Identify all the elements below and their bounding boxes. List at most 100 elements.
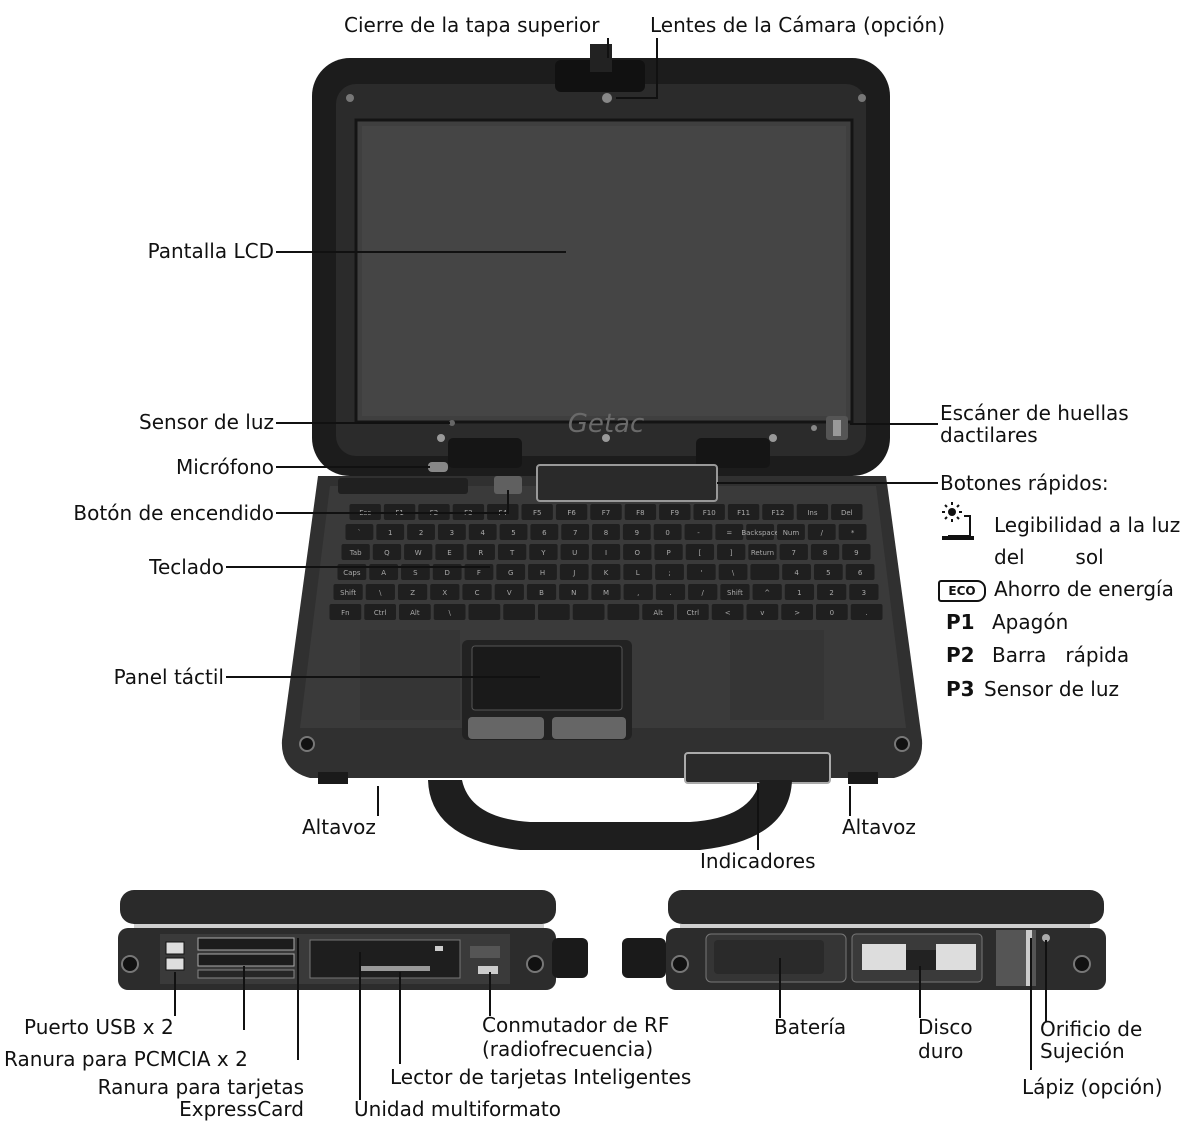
legend-sunlight-2: del sol <box>994 545 1104 569</box>
keyboard-key-label: 2 <box>829 589 833 597</box>
label-keyboard: Teclado <box>149 555 224 579</box>
left-hinge <box>448 438 522 468</box>
left-side-view <box>118 890 588 990</box>
legend-p3: Sensor de luz <box>984 677 1119 701</box>
legend-p1-key: P1 <box>946 610 975 634</box>
keyboard-key <box>607 604 640 620</box>
pcmcia-slot <box>197 937 295 951</box>
leader-lines <box>174 38 1047 1100</box>
keyboard-key-label: F11 <box>737 509 750 517</box>
keyboard-key-label: D <box>444 569 449 577</box>
keyboard-key <box>329 604 362 620</box>
keyboard-key-label: Caps <box>343 569 361 577</box>
keyboard-key-label: 3 <box>450 529 454 537</box>
keyboard-key-label: 9 <box>854 549 858 557</box>
keyboard-key-label: 3 <box>862 589 866 597</box>
keyboard-key <box>810 544 840 560</box>
label-speaker-left: Altavoz <box>302 815 376 839</box>
keyboard-key <box>559 564 589 580</box>
keyboard-key-label: Num <box>783 529 800 537</box>
keyboard-key <box>499 524 528 540</box>
keyboard-key-label: P <box>666 549 670 557</box>
keyboard-key <box>817 584 847 600</box>
keyboard-key-label: 1 <box>797 589 801 597</box>
keyboard-key-label: = <box>726 529 732 537</box>
label-expresscard-2: ExpressCard <box>179 1097 304 1121</box>
keyboard-key <box>659 504 691 520</box>
keyboard-key-label: J <box>572 569 575 577</box>
keyboard-key-label: X <box>442 589 447 597</box>
microphone <box>428 462 448 472</box>
label-pcmcia-slot: Ranura para PCMCIA x 2 <box>4 1047 248 1071</box>
speaker-right <box>848 772 878 784</box>
keyboard-key-label: Del <box>841 509 853 517</box>
keyboard-key <box>503 604 535 620</box>
keyboard-key-label: M <box>603 589 609 597</box>
keyboard-key <box>592 524 620 540</box>
keyboard-key <box>372 544 402 560</box>
keyboard-key <box>838 524 867 540</box>
keyboard-key-label: ^ <box>764 589 770 597</box>
keyboard-key <box>642 604 674 620</box>
keyboard-key <box>529 544 558 560</box>
keyboard-key-label: < <box>725 609 731 617</box>
keyboard-key <box>654 544 683 560</box>
keyboard-key <box>655 564 684 580</box>
keyboard-key-label: A <box>381 569 386 577</box>
keyboard-key <box>560 544 589 560</box>
right-hinge <box>696 438 770 468</box>
keyboard-key <box>590 504 622 520</box>
keyboard-key <box>784 584 815 600</box>
keyboard-key <box>623 584 653 600</box>
label-camera-lens: Lentes de la Cámara (opción) <box>650 13 946 37</box>
label-hdd-2: duro <box>918 1039 964 1063</box>
keyboard-key <box>686 564 716 580</box>
label-smartcard-reader: Lector de tarjetas Inteligentes <box>390 1065 692 1089</box>
keyboard-key-label: Tab <box>349 549 362 557</box>
label-power-button: Botón de encendido <box>73 501 274 525</box>
keyboard-key-label: 1 <box>388 529 392 537</box>
keyboard-key-label: E <box>447 549 451 557</box>
keyboard-key-label: F6 <box>567 509 576 517</box>
keyboard-key-label: Ins <box>807 509 818 517</box>
keyboard-key <box>796 504 829 520</box>
keyboard-key <box>693 504 725 520</box>
label-stylus: Lápiz (opción) <box>1022 1075 1163 1099</box>
keyboard-key <box>813 564 843 580</box>
keyboard-key-label: T <box>509 549 515 557</box>
keyboard-key <box>591 564 621 580</box>
stylus <box>1026 930 1032 986</box>
keyboard-key <box>345 524 374 540</box>
keyboard-key <box>561 524 590 540</box>
label-speaker-right: Altavoz <box>842 815 916 839</box>
keyboard-key-label: 7 <box>792 549 796 557</box>
label-lock-1: Orificio de <box>1040 1017 1143 1041</box>
keyboard-key-label: Backspace <box>741 529 779 537</box>
indicator-strip <box>684 752 831 784</box>
keyboard-key-label: Ctrl <box>687 609 700 617</box>
keyboard-key <box>720 584 750 600</box>
keyboard-key-label: Return <box>751 549 774 557</box>
label-hdd-1: Disco <box>918 1015 973 1039</box>
camera-lens <box>602 93 612 103</box>
keyboard-key-label: F8 <box>636 509 644 517</box>
keyboard-key-label: U <box>572 549 577 557</box>
label-battery: Batería <box>774 1015 847 1039</box>
keyboard-key-label: 4 <box>794 569 799 577</box>
keyboard-key-label: \ <box>379 589 382 597</box>
keyboard-key <box>559 584 589 600</box>
keyboard-key <box>748 544 777 560</box>
keyboard-key <box>364 604 396 620</box>
keyboard-key-label: F <box>477 569 481 577</box>
keyboard-key-label: 9 <box>635 529 639 537</box>
keyboard-key-label: 7 <box>573 529 577 537</box>
keyboard-key <box>849 584 879 600</box>
keyboard-key <box>807 524 836 540</box>
label-rf-switch-1: Conmutador de RF <box>482 1013 670 1037</box>
keyboard-key <box>572 604 605 620</box>
keyboard-key-label: ` <box>358 529 362 537</box>
keyboard-key <box>494 584 524 600</box>
keyboard-key <box>497 544 527 560</box>
keyboard-key-label: ] <box>730 549 733 557</box>
keyboard-key-label: - <box>697 529 700 537</box>
